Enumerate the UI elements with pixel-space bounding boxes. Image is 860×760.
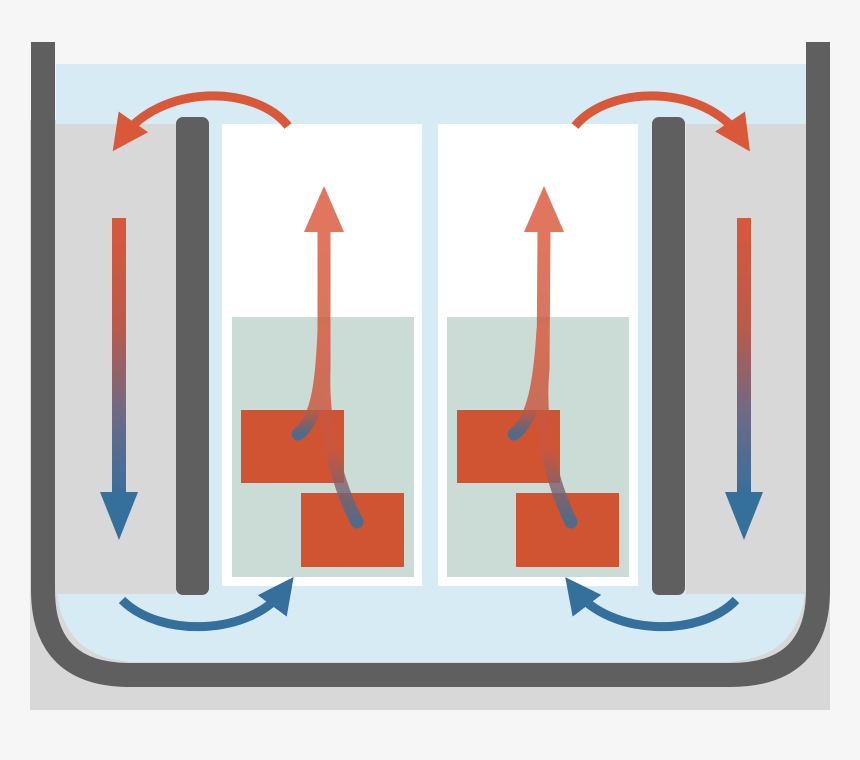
down-arrow-gradient-icon xyxy=(725,492,763,540)
right-partition xyxy=(652,117,685,595)
down-arrow-gradient-icon xyxy=(737,218,751,498)
left-partition xyxy=(176,117,209,595)
up-arrow-hot-icon xyxy=(524,186,564,232)
rising-flows xyxy=(291,186,578,529)
down-arrow-gradient-icon xyxy=(112,218,126,498)
curved-arrow-hot-icon xyxy=(571,91,751,152)
vessel-wall xyxy=(31,42,830,687)
up-arrow-hot-icon xyxy=(304,186,344,232)
curved-arrow-cold-icon xyxy=(118,576,294,632)
rising-curve-hot-icon xyxy=(507,323,550,441)
down-arrow-gradient-icon xyxy=(100,492,138,540)
curved-arrow-hot-icon xyxy=(112,91,292,152)
curved-arrow-cold-icon xyxy=(565,577,740,632)
rising-curve-hot-icon xyxy=(291,323,331,441)
